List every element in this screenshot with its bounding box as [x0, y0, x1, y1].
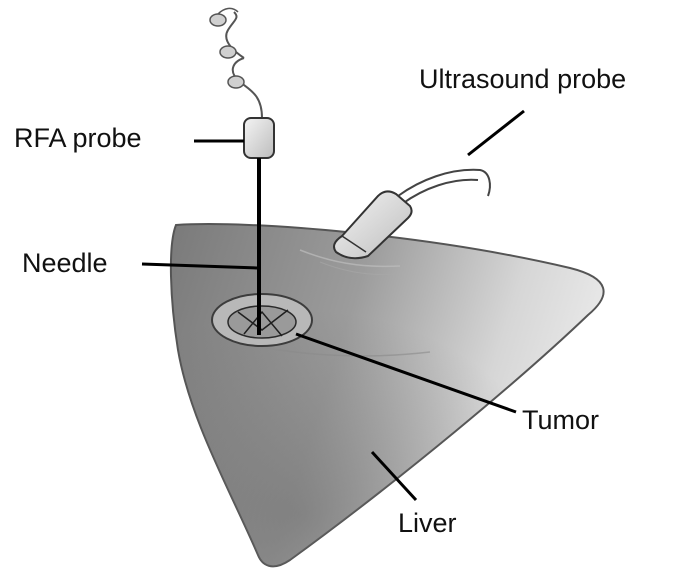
ultrasound-leader — [468, 111, 524, 155]
rfa-cable — [210, 8, 262, 118]
ultrasound-probe-label: Ultrasound probe — [419, 66, 626, 93]
needle-label: Needle — [22, 250, 108, 277]
rfa-probe-label: RFA probe — [14, 125, 142, 152]
liver — [171, 224, 604, 566]
tumor — [212, 294, 312, 346]
liver-label: Liver — [398, 510, 457, 537]
tumor-label: Tumor — [522, 407, 599, 434]
rfa-probe-handle — [244, 118, 274, 158]
